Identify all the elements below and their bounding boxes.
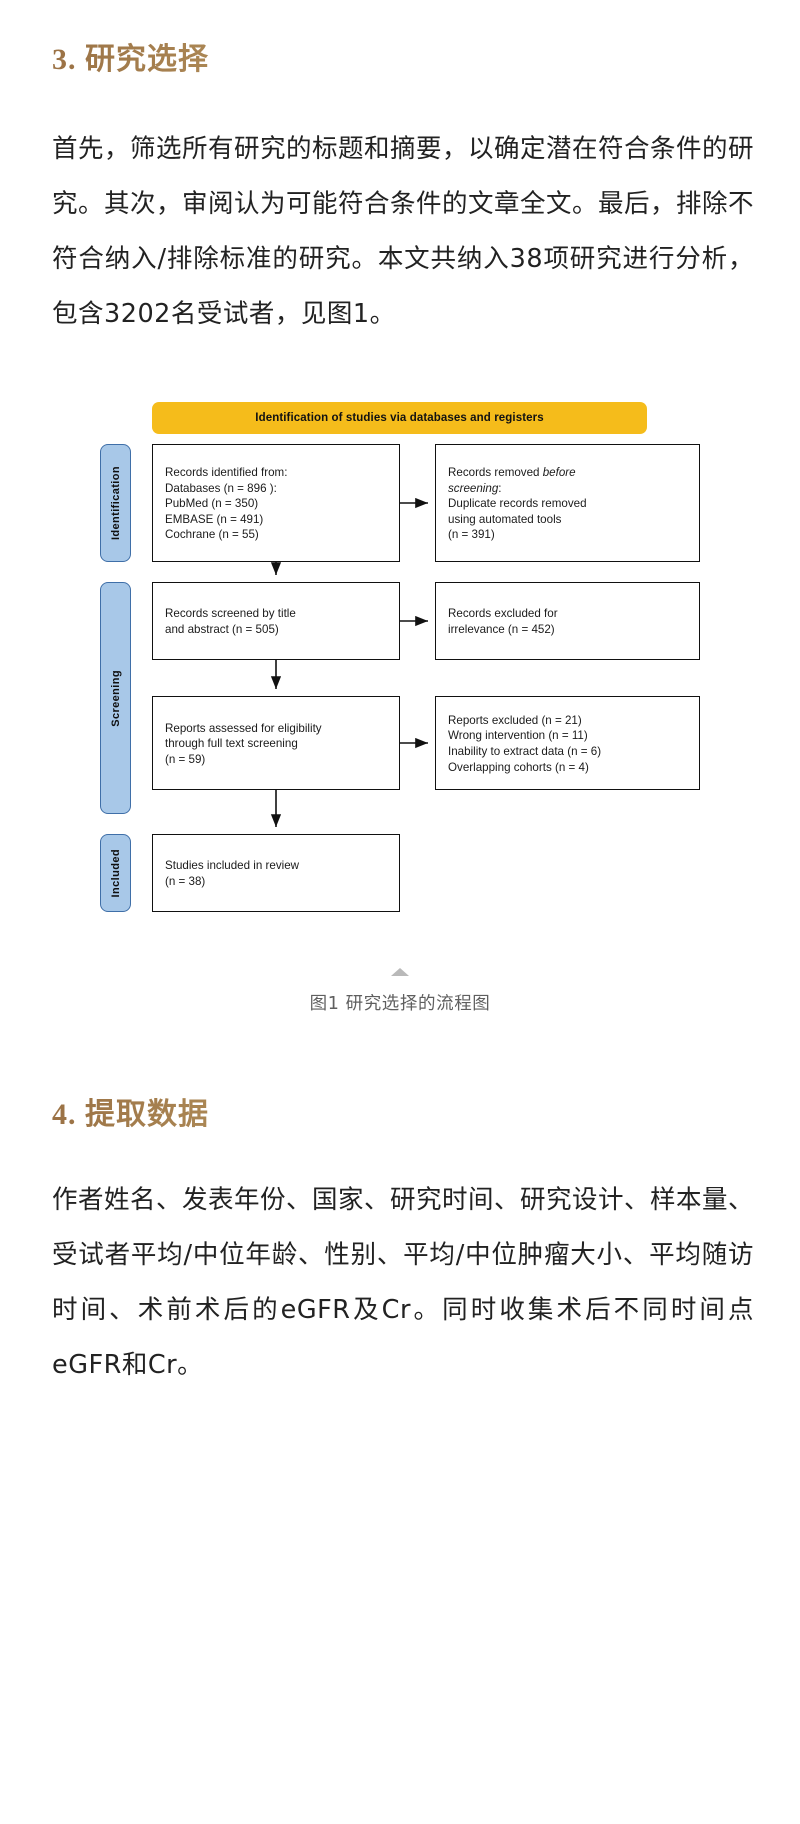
box-reports-excluded: Reports excluded (n = 21) Wrong interven… — [435, 696, 700, 790]
box-records-screened: Records screened by title and abstract (… — [152, 582, 400, 660]
box-records-identified-text: Records identified from: Databases (n = … — [165, 466, 288, 542]
stage-tab-screening-label: Screening — [109, 669, 122, 727]
box-studies-included-text: Studies included in review (n = 38) — [165, 859, 300, 888]
section-4-title: 4. 提取数据 — [52, 1089, 800, 1133]
removed-tail: : Duplicate records removed using automa… — [448, 481, 587, 542]
box-reports-excluded-text: Reports excluded (n = 21) Wrong interven… — [448, 713, 602, 774]
stage-tab-identification: Identification — [100, 444, 131, 562]
box-reports-assessed: Reports assessed for eligibility through… — [152, 696, 400, 790]
figure-caption: 图1 研究选择的流程图 — [309, 994, 491, 1014]
section-4-heading-wrap: 4. 提取数据 — [0, 1089, 800, 1133]
box-studies-included: Studies included in review (n = 38) — [152, 834, 400, 912]
box-records-excluded-text: Records excluded for irrelevance (n = 45… — [448, 607, 558, 636]
box-records-screened-text: Records screened by title and abstract (… — [165, 607, 296, 636]
section-3-heading-wrap: 3. 研究选择 — [0, 0, 800, 78]
flowchart-banner: Identification of studies via databases … — [152, 402, 647, 434]
removed-lead: Records removed — [448, 466, 543, 480]
section-3-paragraph: 首先，筛选所有研究的标题和摘要，以确定潜在符合条件的研究。其次，审阅认为可能符合… — [52, 134, 755, 329]
stage-tab-included-label: Included — [109, 848, 122, 898]
box-records-removed: Records removed before screening: Duplic… — [435, 444, 700, 562]
triangle-up-icon[interactable] — [391, 968, 409, 976]
stage-tab-included: Included — [100, 834, 131, 912]
removed-emphasis-screening: screening — [448, 481, 499, 495]
box-reports-assessed-text: Reports assessed for eligibility through… — [165, 721, 322, 766]
article-page: 3. 研究选择 首先，筛选所有研究的标题和摘要，以确定潜在符合条件的研究。其次，… — [0, 0, 800, 1380]
figure-1: Identification of studies via databases … — [0, 394, 800, 1015]
box-records-excluded: Records excluded for irrelevance (n = 45… — [435, 582, 700, 660]
section-4-paragraph: 作者姓名、发表年份、国家、研究时间、研究设计、样本量、受试者平均/中位年龄、性别… — [52, 1185, 755, 1380]
stage-tab-identification-label: Identification — [109, 465, 122, 541]
page-title: 3. 研究选择 — [52, 34, 800, 78]
removed-emphasis-before: before — [542, 466, 576, 480]
box-records-identified: Records identified from: Databases (n = … — [152, 444, 400, 562]
stage-tab-screening: Screening — [100, 582, 131, 814]
box-records-removed-text: Records removed before screening: Duplic… — [448, 465, 689, 543]
prisma-flowchart: Identification of studies via databases … — [90, 394, 710, 954]
